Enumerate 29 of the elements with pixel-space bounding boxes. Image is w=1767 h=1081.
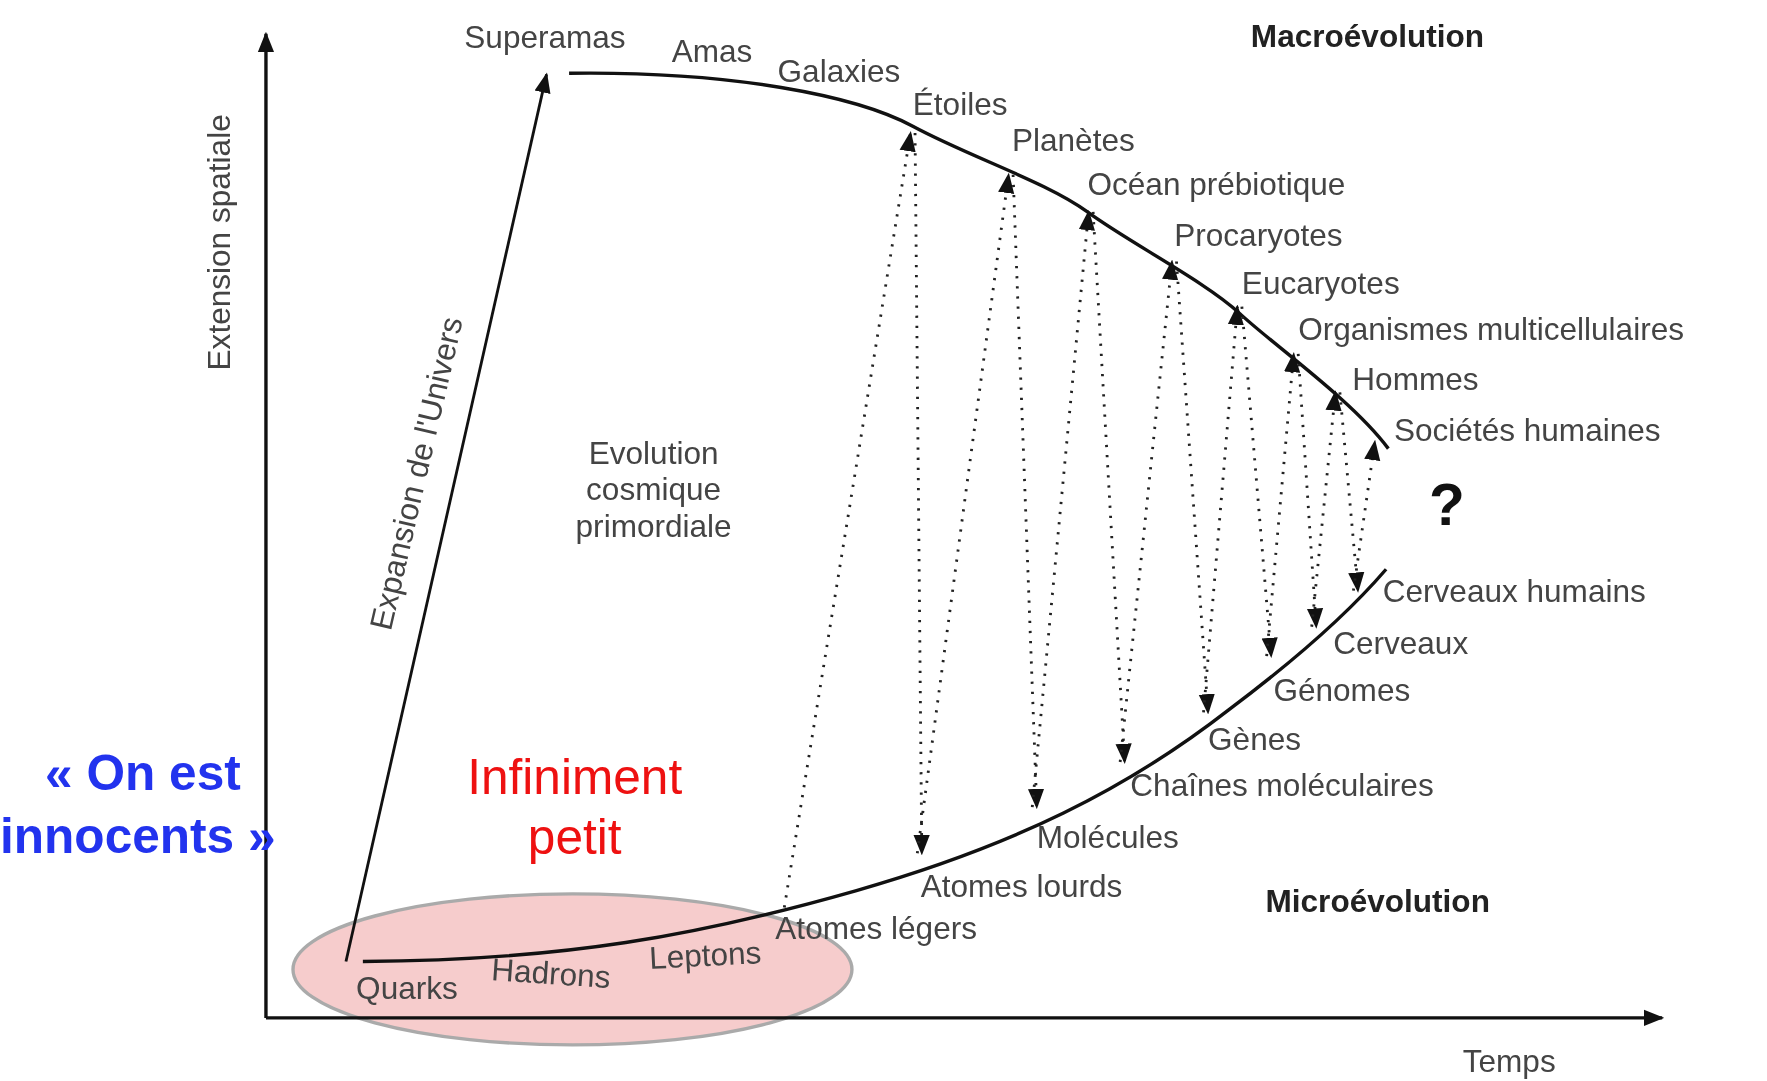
- region-label: Microévolution: [1265, 883, 1490, 920]
- curve-label: Hommes: [1352, 361, 1479, 398]
- curve-label: Hadrons: [490, 951, 612, 997]
- curve-label: Quarks: [356, 970, 458, 1007]
- curve-label: Leptons: [648, 934, 763, 977]
- curve-label: Planètes: [1011, 122, 1135, 159]
- region-label: Evolution cosmique primordiale: [574, 436, 733, 545]
- question-mark: ?: [1428, 473, 1465, 537]
- curve-label: Galaxies: [777, 54, 901, 91]
- curve-label: Océan prébiotique: [1087, 166, 1346, 203]
- curve-label: Génomes: [1273, 672, 1411, 709]
- curve-label: Sociétés humaines: [1394, 412, 1661, 449]
- curve-label: Chaînes moléculaires: [1130, 767, 1434, 804]
- curve-label: Molécules: [1036, 819, 1179, 856]
- curve-label: Gènes: [1208, 721, 1301, 758]
- curve-label: Eucaryotes: [1241, 266, 1400, 303]
- curve-label: Procaryotes: [1174, 217, 1343, 254]
- curve-label: Amas: [671, 33, 753, 70]
- region-label: Macroévolution: [1250, 19, 1485, 56]
- curve-label: Atomes légers: [775, 910, 977, 947]
- axis-label: Temps: [1462, 1043, 1556, 1080]
- curve-label: Superamas: [464, 20, 626, 57]
- curve-label: Cerveaux: [1333, 625, 1469, 662]
- curve-label: Étoiles: [912, 86, 1008, 123]
- axis-label: Extension spatiale: [201, 114, 238, 371]
- region-label: Infiniment petit: [466, 747, 684, 867]
- curve-label: Atomes lourds: [920, 869, 1123, 906]
- curve-label: Organismes multicellulaires: [1298, 312, 1684, 349]
- curve-label: Cerveaux humains: [1382, 573, 1646, 610]
